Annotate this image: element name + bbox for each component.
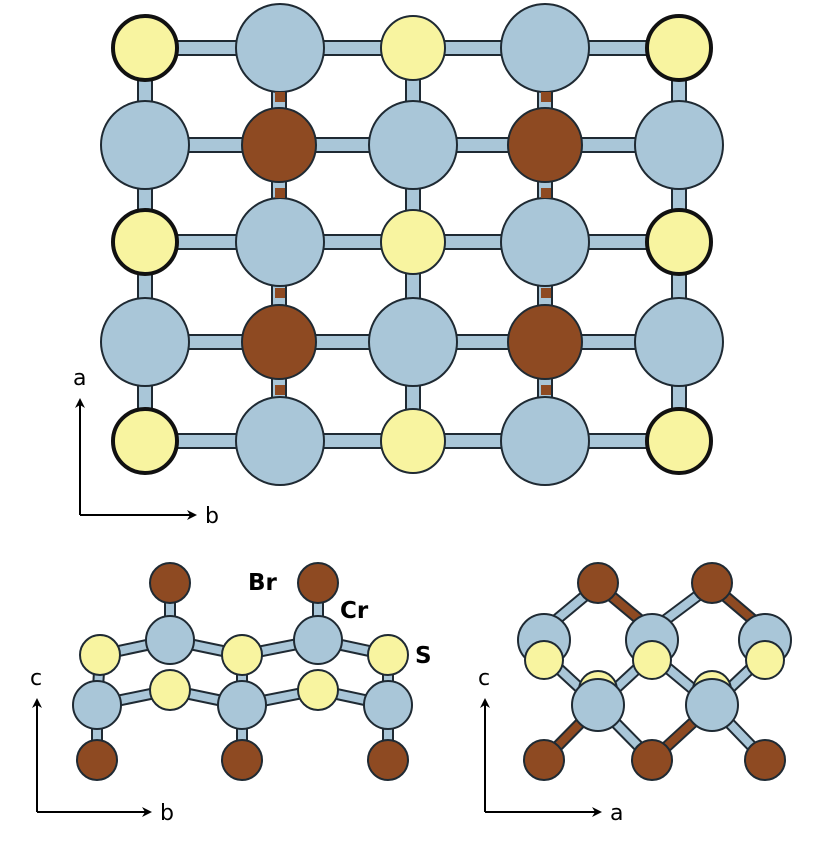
axis-c-label: c bbox=[30, 666, 42, 691]
axis-b-label: b bbox=[160, 801, 174, 826]
cr-atom bbox=[217, 680, 267, 730]
br-atom bbox=[76, 739, 118, 781]
br-atom bbox=[149, 562, 191, 604]
s-atom bbox=[645, 14, 713, 82]
axis-a-label: a bbox=[610, 801, 623, 826]
br-atom bbox=[523, 739, 565, 781]
side-b-element-labels: Br Cr S bbox=[248, 570, 432, 669]
axis-a-label: a bbox=[73, 366, 86, 391]
s-atom bbox=[645, 407, 713, 475]
br-atom bbox=[691, 562, 733, 604]
s-atom bbox=[645, 208, 713, 276]
side-b-atoms bbox=[72, 562, 413, 781]
cr-atom bbox=[235, 197, 325, 287]
side-view-a: c a bbox=[478, 562, 792, 826]
top-view-atoms bbox=[100, 3, 724, 486]
side-b-axes: c b bbox=[30, 666, 174, 826]
top-view-axes: a b bbox=[73, 366, 219, 529]
br-atom bbox=[577, 562, 619, 604]
cr-atom bbox=[634, 297, 724, 387]
s-atom bbox=[297, 669, 339, 711]
side-a-atoms bbox=[517, 562, 792, 781]
cr-atom bbox=[100, 100, 190, 190]
cr-atom bbox=[293, 615, 343, 665]
cr-atom bbox=[500, 396, 590, 486]
br-atom bbox=[744, 739, 786, 781]
s-atom bbox=[632, 640, 672, 680]
side-view-b: Br Cr S c b bbox=[30, 562, 432, 826]
cr-atom bbox=[368, 297, 458, 387]
label-cr: Cr bbox=[340, 598, 369, 624]
label-s: S bbox=[415, 643, 432, 669]
label-br: Br bbox=[248, 570, 278, 596]
br-atom bbox=[367, 739, 409, 781]
cr-atom bbox=[100, 297, 190, 387]
br-atom bbox=[221, 739, 263, 781]
br-atom bbox=[297, 562, 339, 604]
br-atom bbox=[507, 304, 583, 380]
s-atom bbox=[111, 14, 179, 82]
cr-atom bbox=[571, 678, 625, 732]
side-a-axes: c a bbox=[478, 666, 623, 826]
cr-atom bbox=[685, 678, 739, 732]
s-atom bbox=[111, 407, 179, 475]
axis-c-label: c bbox=[478, 666, 490, 691]
cr-atom bbox=[235, 396, 325, 486]
s-atom bbox=[380, 408, 446, 474]
top-view-bond-stubs bbox=[275, 92, 551, 395]
br-atom bbox=[241, 304, 317, 380]
br-atom bbox=[631, 739, 673, 781]
s-atom bbox=[79, 634, 121, 676]
top-view: a b bbox=[73, 3, 724, 529]
s-atom bbox=[524, 640, 564, 680]
s-atom bbox=[149, 669, 191, 711]
cr-atom bbox=[500, 3, 590, 93]
cr-atom bbox=[368, 100, 458, 190]
axis-b-label: b bbox=[205, 504, 219, 529]
s-atom bbox=[380, 209, 446, 275]
cr-atom bbox=[235, 3, 325, 93]
cr-atom bbox=[500, 197, 590, 287]
s-atom bbox=[221, 634, 263, 676]
cr-atom bbox=[72, 680, 122, 730]
cr-atom bbox=[145, 615, 195, 665]
s-atom bbox=[745, 640, 785, 680]
cr-atom bbox=[363, 680, 413, 730]
cr-atom bbox=[634, 100, 724, 190]
s-atom bbox=[111, 208, 179, 276]
br-atom bbox=[507, 107, 583, 183]
s-atom bbox=[367, 634, 409, 676]
br-atom bbox=[241, 107, 317, 183]
s-atom bbox=[380, 15, 446, 81]
